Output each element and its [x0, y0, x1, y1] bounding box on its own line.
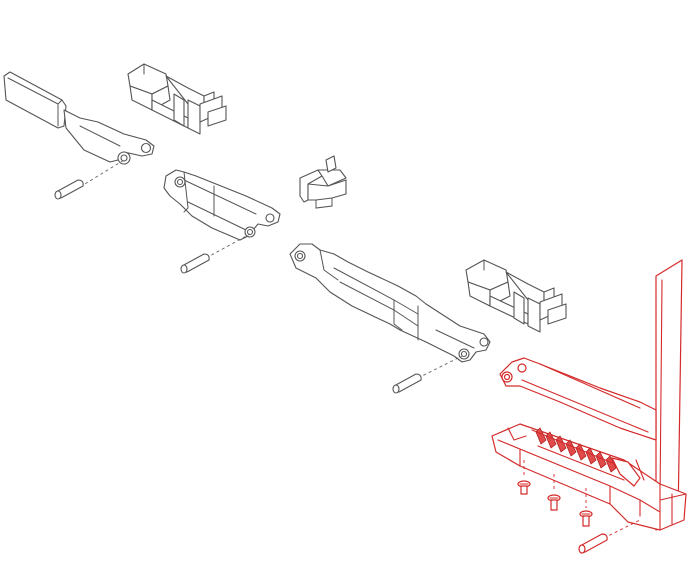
pin-3: [392, 355, 463, 394]
pin-4: [578, 519, 641, 554]
clip-small: [299, 155, 347, 209]
pin-2: [180, 233, 251, 274]
screw-1: [517, 460, 531, 495]
arm-long: [289, 243, 491, 363]
spring: [531, 427, 625, 481]
arm-upper-left: [3, 71, 155, 165]
pin-1: [54, 159, 125, 200]
bracket-right: [465, 259, 567, 333]
bracket-top: [127, 63, 227, 135]
screw-3: [579, 488, 593, 527]
hinge-assembly: [491, 259, 687, 531]
link-middle: [163, 169, 281, 241]
screw-2: [547, 474, 561, 511]
